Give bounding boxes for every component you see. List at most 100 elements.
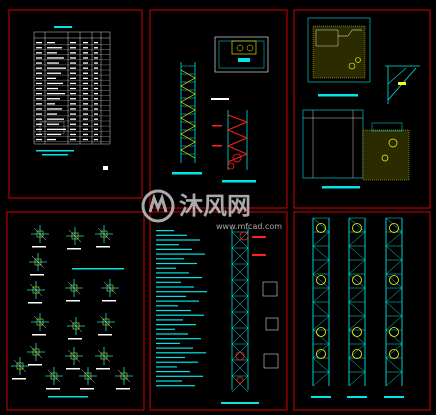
- detail-node-plate: [106, 284, 114, 292]
- table-merged-cell: [39, 121, 65, 135]
- sheet-3-plans: [293, 9, 431, 209]
- bracket-detail: [385, 65, 420, 104]
- table-cell-mark: [94, 108, 98, 110]
- material-table-title: [54, 26, 72, 28]
- table-cell-mark: [36, 93, 42, 95]
- truss-diagonal: [312, 259, 330, 275]
- detail-node-brace: [67, 349, 81, 363]
- design-note-line: [156, 234, 187, 236]
- table-cell-mark: [70, 123, 76, 125]
- table-cell-mark: [47, 52, 57, 54]
- truss-diagonal: [348, 231, 366, 247]
- detail-node-brace: [29, 345, 43, 359]
- detail-node-brace: [68, 229, 82, 243]
- detail-node-label: [46, 388, 60, 390]
- table-cell-mark: [47, 42, 55, 44]
- table-cell-mark: [36, 138, 42, 141]
- truss-columns: [311, 217, 404, 398]
- table-cell-mark: [83, 108, 88, 110]
- truss-diagonal: [312, 329, 330, 345]
- truss-diagonal: [348, 329, 366, 345]
- truss-node-marker: [389, 223, 399, 233]
- truss-node-marker: [316, 223, 326, 233]
- table-cell-mark: [47, 82, 63, 85]
- truss-diagonal: [385, 329, 403, 345]
- sheet-6-truss-elevations: [293, 211, 431, 411]
- detail-node-brace: [33, 227, 47, 241]
- truss-diagonal: [385, 217, 403, 233]
- table-cell-mark: [94, 72, 98, 74]
- detail-node-plate: [32, 348, 40, 356]
- table-cell-mark: [94, 42, 98, 44]
- design-note-line: [156, 380, 182, 382]
- table-cell-mark: [70, 93, 76, 95]
- table-cell-mark: [70, 77, 76, 79]
- tower-diagonal: [231, 263, 249, 281]
- design-note-line: [156, 328, 175, 330]
- design-note-line: [156, 375, 203, 377]
- truss-node-marker: [352, 275, 362, 285]
- table-cell-mark: [47, 77, 56, 79]
- truss-label: [384, 396, 404, 398]
- table-cell-mark: [83, 62, 88, 64]
- design-note-line: [156, 314, 204, 316]
- table-cell-mark: [47, 118, 64, 120]
- table-cell-mark: [70, 103, 76, 105]
- table-cell-mark: [36, 103, 42, 105]
- table-cell-mark: [83, 72, 88, 74]
- table-cell-mark: [36, 62, 42, 64]
- table-cell-mark: [36, 123, 42, 125]
- sheet-1-mark: [103, 166, 108, 170]
- detail-node-plate: [36, 318, 44, 326]
- table-cell-mark: [47, 47, 62, 49]
- table-cell-mark: [47, 128, 66, 130]
- truss-diagonal: [385, 231, 403, 247]
- detail-node-plate: [36, 230, 44, 238]
- detail-node-brace: [29, 283, 43, 297]
- design-notes: [156, 230, 207, 387]
- table-cell-mark: [70, 108, 76, 110]
- truss-node-marker: [389, 327, 399, 337]
- table-cell-mark: [70, 67, 76, 69]
- truss-diagonal: [348, 343, 366, 359]
- truss-node-marker: [352, 349, 362, 359]
- detail-node-brace: [81, 369, 95, 383]
- truss-node-marker: [316, 275, 326, 285]
- detail-node-brace: [97, 227, 111, 241]
- table-cell-mark: [47, 123, 59, 125]
- detail-node-label: [102, 300, 116, 302]
- table-cell-mark: [94, 67, 98, 69]
- truss-diagonal: [312, 343, 330, 359]
- truss-diagonal: [312, 315, 330, 331]
- truss-diagonal: [385, 287, 403, 303]
- truss-diagonal: [348, 217, 366, 233]
- table-cell-mark: [83, 47, 88, 49]
- table-cell-mark: [94, 113, 98, 115]
- table-cell-mark: [94, 98, 98, 100]
- watermark: 沐风网 www.mfcad.com: [141, 189, 282, 231]
- table-cell-mark: [36, 113, 42, 115]
- detail-node-brace: [103, 281, 117, 295]
- truss-diagonal: [312, 273, 330, 289]
- truss-node-marker: [316, 327, 326, 337]
- table-cell-mark: [70, 113, 76, 115]
- table-cell-mark: [94, 123, 98, 125]
- table-cell-mark: [94, 52, 98, 54]
- table-cell-mark: [47, 98, 60, 100]
- truss-diagonal: [312, 371, 330, 387]
- detail-node-label: [32, 334, 46, 336]
- detail-node-brace: [99, 315, 113, 329]
- truss-diagonal: [348, 245, 366, 261]
- detail-node-plate: [50, 372, 58, 380]
- design-note-line: [156, 267, 176, 269]
- tower-diagonal: [231, 295, 249, 313]
- truss-diagonal: [348, 301, 366, 317]
- truss-diagonal: [312, 287, 330, 303]
- inclined-ladder: [211, 98, 249, 170]
- truss-diagonal: [348, 371, 366, 387]
- table-cell-mark: [70, 87, 76, 90]
- table-cell-mark: [70, 82, 76, 85]
- table-cell-mark: [47, 67, 66, 69]
- design-note-line: [156, 324, 196, 326]
- table-cell-mark: [47, 103, 55, 105]
